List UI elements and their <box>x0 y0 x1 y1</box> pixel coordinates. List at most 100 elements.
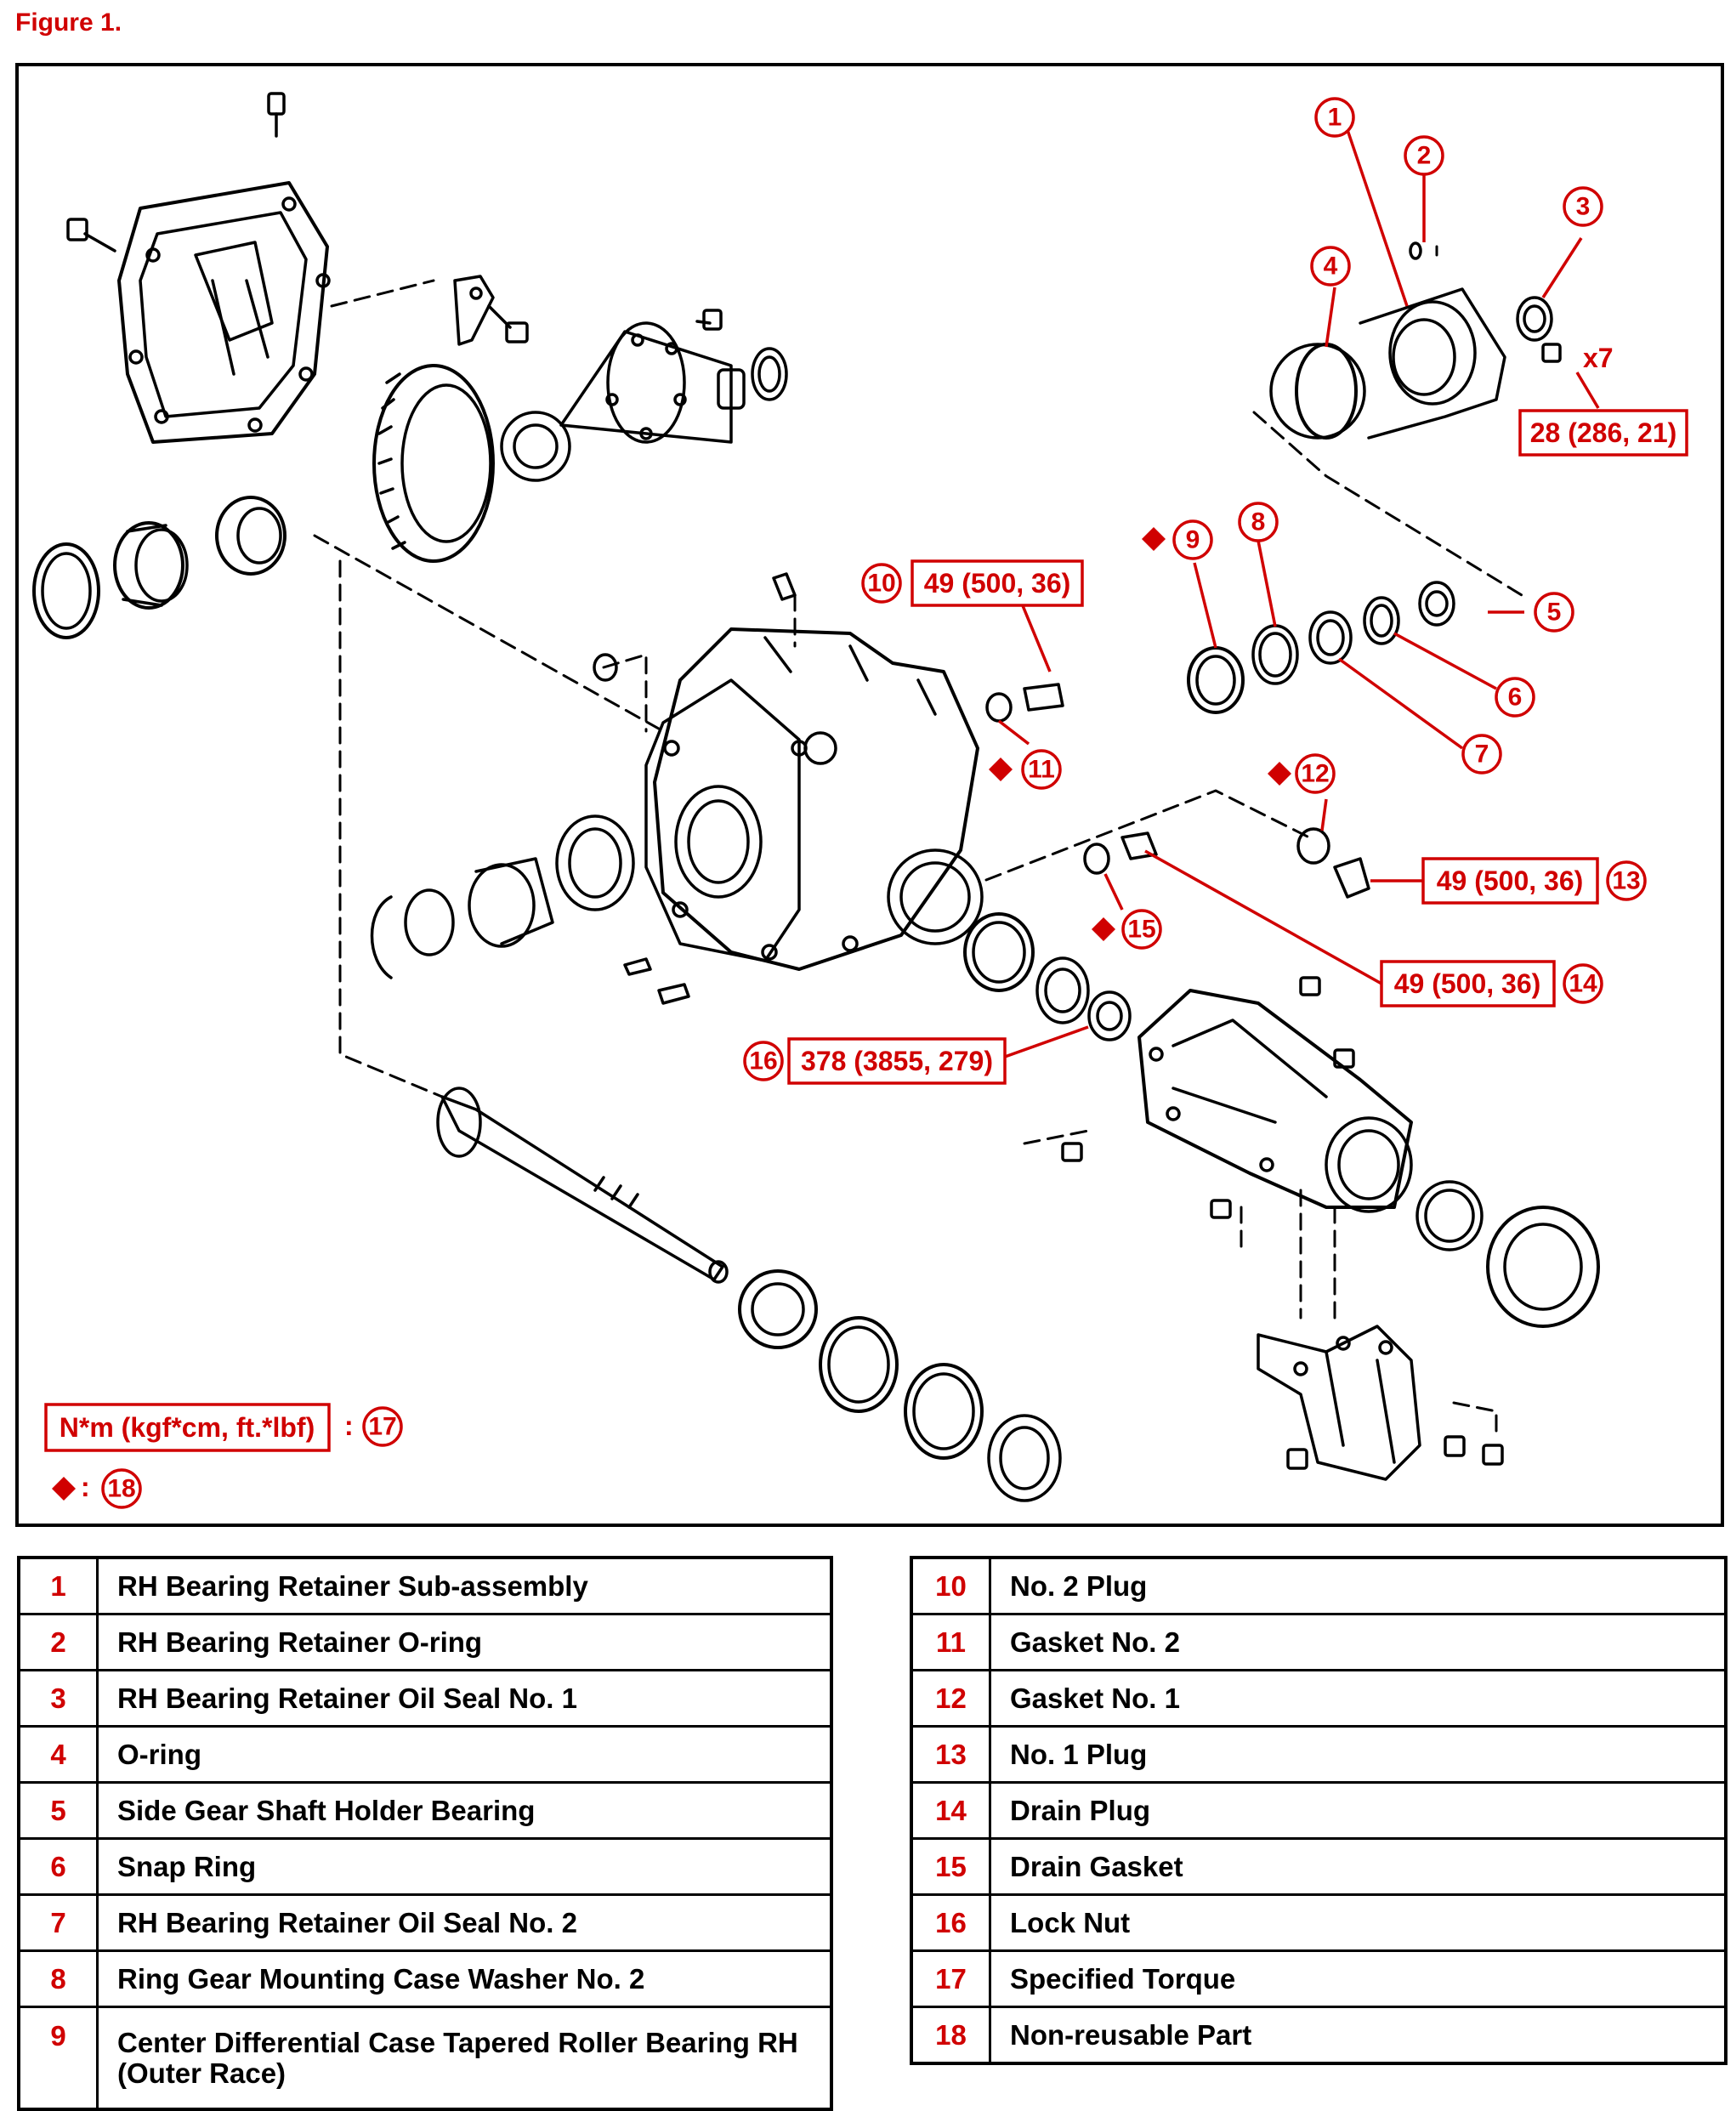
diamond-icon <box>1092 917 1115 941</box>
callout-2: 2 <box>1417 142 1432 170</box>
part-name: No. 2 Plug <box>989 1556 1727 1615</box>
part-num: 16 <box>910 1893 991 1952</box>
rear-cover-part <box>66 92 331 444</box>
part-num: 6 <box>17 1837 99 1896</box>
part-num: 5 <box>17 1781 99 1840</box>
callout-circle-14 <box>1563 963 1603 1004</box>
diamond-icons <box>52 527 1291 1501</box>
diamond-icon <box>1268 762 1291 786</box>
callout-12: 12 <box>1301 760 1329 788</box>
callout-11: 11 <box>1028 756 1055 784</box>
callout-5: 5 <box>1547 599 1562 627</box>
callout-15: 15 <box>1127 916 1155 944</box>
left-bearing-parts <box>32 496 286 639</box>
part-name: Drain Plug <box>989 1781 1727 1840</box>
callout-circle-12 <box>1295 753 1336 794</box>
torque-14: 49 (500, 36) <box>1394 968 1541 999</box>
callout-10: 10 <box>867 570 895 598</box>
callout-circle-6 <box>1495 677 1535 718</box>
part-num: 14 <box>910 1781 991 1840</box>
part-name: Ring Gear Mounting Case Washer No. 2 <box>96 1949 833 2008</box>
part-name: Drain Gasket <box>989 1837 1727 1896</box>
part-name: O-ring <box>96 1725 833 1784</box>
part-num: 17 <box>910 1949 991 2008</box>
line-art <box>32 92 1600 1502</box>
torque-unit-label: N*m (kgf*cm, ft.*lbf) <box>60 1412 315 1443</box>
callout-16: 16 <box>749 1047 777 1075</box>
dash-guides <box>313 245 1523 1439</box>
torque-legend-sep: : <box>344 1410 354 1441</box>
part-num: 8 <box>17 1949 99 2008</box>
callout-7: 7 <box>1475 741 1489 769</box>
callout-4: 4 <box>1324 253 1338 281</box>
callout-circle-11 <box>1021 749 1062 790</box>
callout-13: 13 <box>1612 867 1640 895</box>
torque-10: 49 (500, 36) <box>924 568 1071 599</box>
callout-8: 8 <box>1251 508 1266 536</box>
part-num: 11 <box>910 1613 991 1671</box>
extension-housing-part <box>1061 976 1413 1219</box>
bearing-retainer-parts <box>1187 241 1562 899</box>
callout-circle-16 <box>743 1041 784 1081</box>
diagram-frame <box>15 63 1724 1527</box>
part-num: 1 <box>17 1556 99 1615</box>
part-num: 2 <box>17 1613 99 1671</box>
left-seal-parts <box>370 814 635 979</box>
part-num: 9 <box>17 2006 99 2111</box>
part-name: RH Bearing Retainer Sub-assembly <box>96 1556 833 1615</box>
callout-circle-9 <box>1172 519 1213 560</box>
diamond-icon <box>52 1477 76 1501</box>
callout-circles <box>101 97 1647 1509</box>
part-num: 7 <box>17 1893 99 1952</box>
part-name: RH Bearing Retainer Oil Seal No. 2 <box>96 1893 833 1952</box>
torque-1: 28 (286, 21) <box>1530 417 1677 448</box>
differential-case-part <box>500 309 788 482</box>
part-name: Non-reusable Part <box>989 2006 1727 2065</box>
mount-bracket-part <box>1257 1325 1504 1481</box>
dash-leader <box>330 279 435 308</box>
part-num: 13 <box>910 1725 991 1784</box>
pinion-bearing-parts <box>963 831 1158 1041</box>
nonreusable-legend-sep: : <box>81 1472 90 1502</box>
torque-16: 378 (3855, 279) <box>801 1046 993 1076</box>
callout-circle-8 <box>1238 502 1279 542</box>
part-name: Gasket No. 2 <box>989 1613 1727 1671</box>
callout-circle-5 <box>1534 592 1574 633</box>
callout-circle-13 <box>1606 860 1647 901</box>
diamond-icon <box>1142 527 1166 551</box>
part-name: RH Bearing Retainer O-ring <box>96 1613 833 1671</box>
part-name: Specified Torque <box>989 1949 1727 2008</box>
bracket-part <box>453 275 529 346</box>
callout-18: 18 <box>107 1475 135 1503</box>
part-name: Snap Ring <box>96 1837 833 1896</box>
part-num: 3 <box>17 1669 99 1728</box>
callout-9: 9 <box>1186 526 1200 554</box>
callout-17: 17 <box>368 1413 396 1441</box>
part-num: 4 <box>17 1725 99 1784</box>
callout-1: 1 <box>1328 104 1342 132</box>
multiplier-label: x7 <box>1583 343 1614 373</box>
main-housing-part <box>593 572 1064 1005</box>
figure-title: Figure 1. <box>15 9 122 37</box>
part-name: Side Gear Shaft Holder Bearing <box>96 1781 833 1840</box>
right-seal-parts <box>1415 1180 1600 1328</box>
callout-14: 14 <box>1569 970 1597 998</box>
drive-shaft-part <box>436 1087 729 1284</box>
